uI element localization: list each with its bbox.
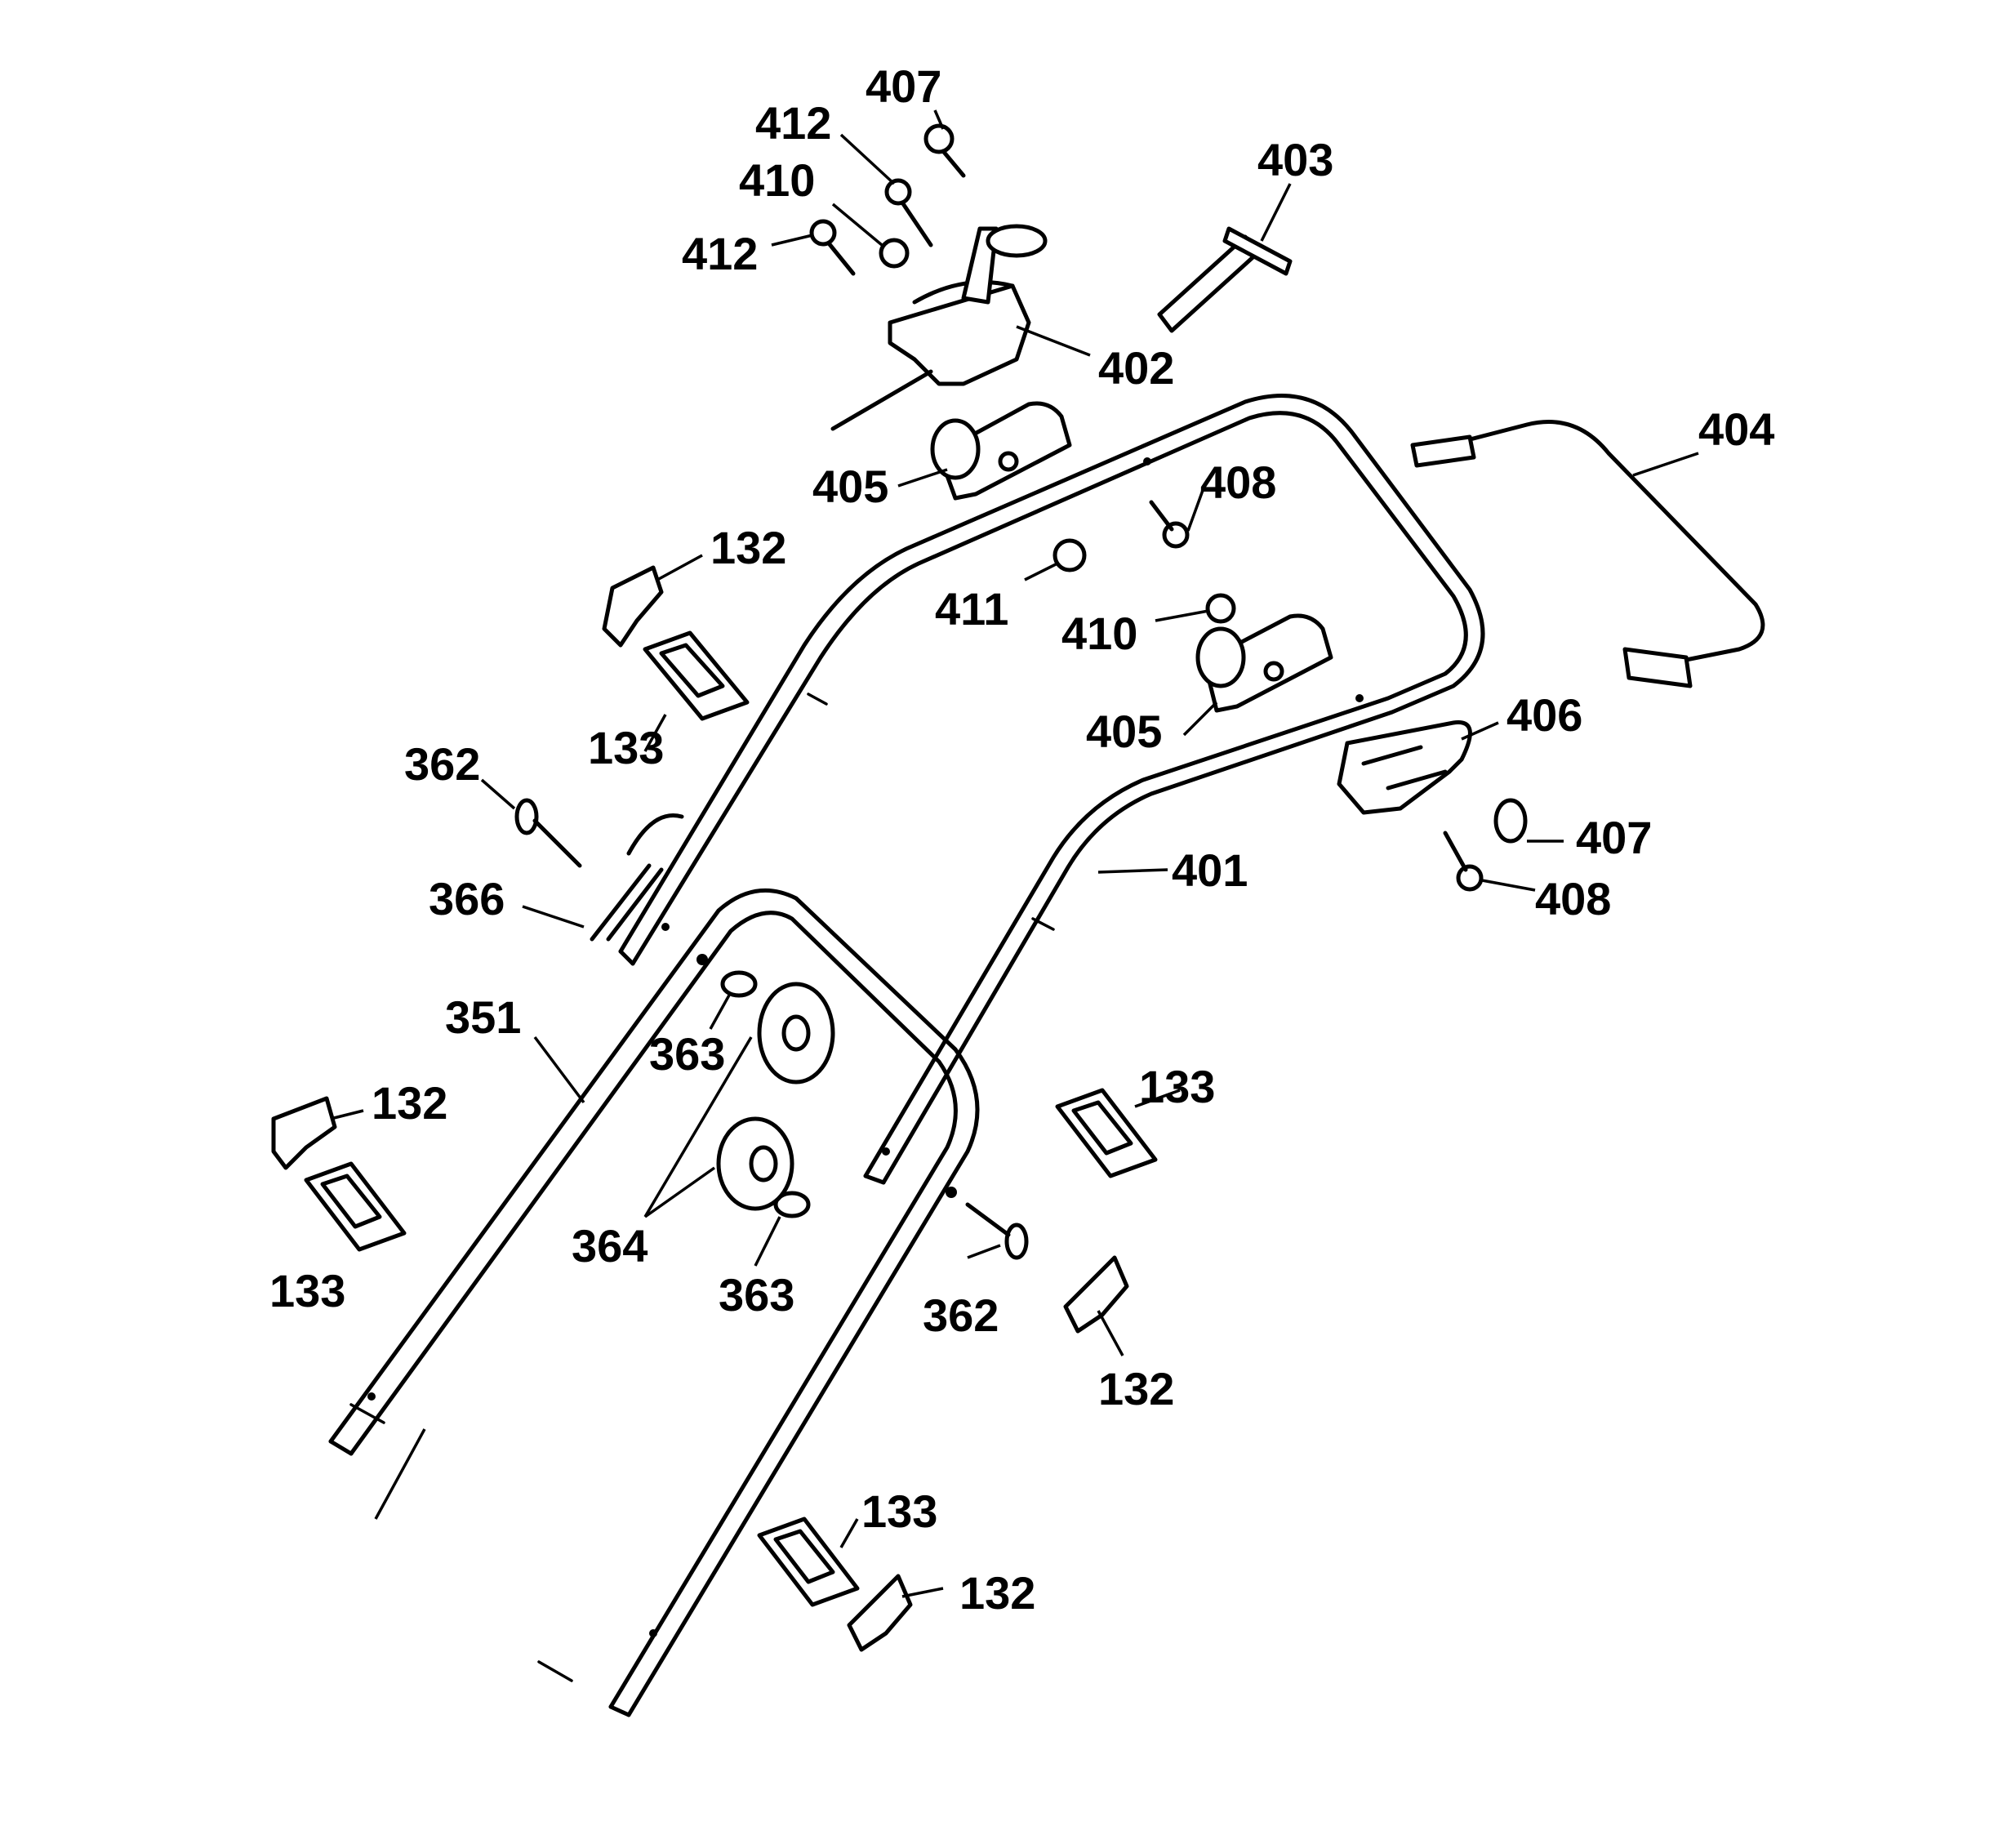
label-363: 363	[719, 1269, 794, 1321]
label-132: 132	[959, 1567, 1035, 1619]
label-364: 364	[572, 1220, 648, 1272]
label-362: 362	[404, 738, 480, 790]
cable-404	[1410, 420, 1765, 688]
label-412: 412	[755, 97, 831, 149]
label-412: 412	[682, 228, 758, 279]
label-403: 403	[1257, 134, 1333, 185]
label-402: 402	[1098, 342, 1174, 394]
label-410: 410	[1061, 608, 1137, 659]
label-133: 133	[588, 722, 664, 773]
label-408: 408	[1535, 873, 1611, 924]
bracket-132-d	[847, 1574, 913, 1652]
cover-133-c	[1055, 1088, 1158, 1178]
label-351: 351	[445, 991, 521, 1043]
label-406: 406	[1506, 689, 1582, 741]
label-405: 405	[1086, 706, 1162, 757]
label-133: 133	[1139, 1061, 1215, 1112]
label-362: 362	[923, 1289, 999, 1341]
label-366: 366	[429, 873, 505, 924]
upper-handle-401	[618, 394, 1485, 1185]
lever-403	[1157, 226, 1293, 333]
label-132: 132	[1098, 1363, 1174, 1414]
label-404: 404	[1698, 403, 1774, 455]
cover-133-d	[757, 1517, 860, 1607]
lower-handle-351	[328, 888, 980, 1717]
cover-133-a	[643, 630, 750, 721]
label-408: 408	[1200, 457, 1276, 508]
label-363: 363	[649, 1028, 725, 1080]
label-411: 411	[935, 583, 1008, 635]
clamp-405-lower	[1195, 613, 1333, 713]
label-133: 133	[269, 1265, 345, 1316]
callout-labels: 407 412 410 412 403 402 404 405 408 132 …	[269, 60, 1774, 1619]
bracket-132-c	[1063, 1255, 1129, 1334]
bracket-132-a	[602, 565, 664, 648]
label-405: 405	[812, 461, 888, 512]
label-133: 133	[861, 1485, 937, 1537]
label-407: 407	[866, 60, 941, 112]
label-407: 407	[1576, 812, 1652, 863]
control-406	[1337, 720, 1472, 815]
control-402	[830, 224, 1048, 431]
label-132: 132	[710, 522, 786, 573]
leader-lines	[330, 109, 1699, 1598]
bracket-132-b	[271, 1096, 337, 1170]
label-401: 401	[1172, 844, 1248, 896]
cover-133-b	[304, 1161, 407, 1252]
label-132: 132	[372, 1077, 447, 1129]
hardware-parts	[514, 123, 1528, 1260]
label-410: 410	[739, 154, 815, 206]
clamp-405-top	[930, 401, 1072, 501]
